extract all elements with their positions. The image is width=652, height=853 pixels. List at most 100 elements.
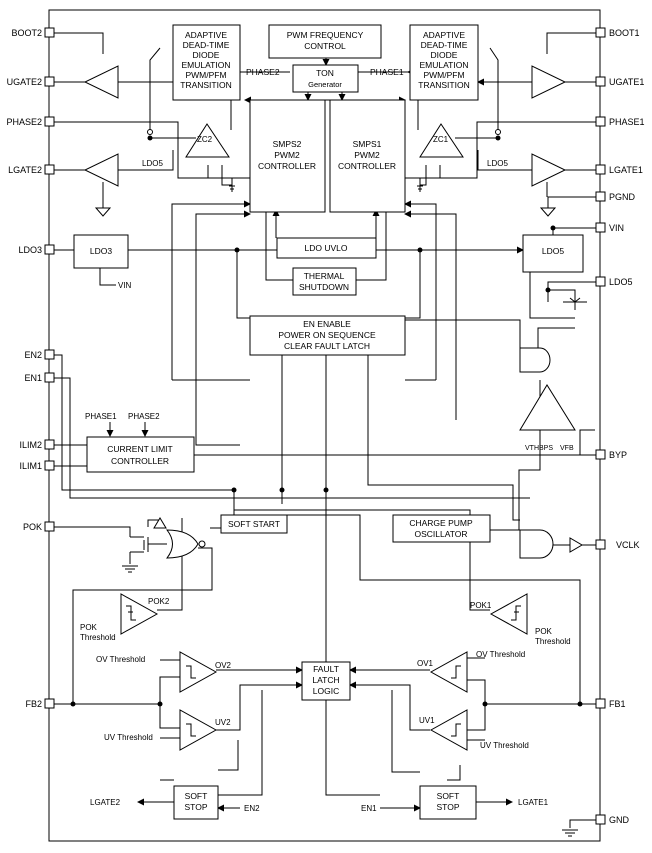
svg-text:PWM2: PWM2 (354, 150, 380, 160)
svg-text:VTHBPS: VTHBPS (525, 445, 553, 452)
svg-text:POK2: POK2 (148, 597, 170, 606)
pin-pgnd: PGND (609, 192, 636, 202)
soft-start-block (220, 514, 288, 534)
pin-ugate2: UGATE2 (7, 77, 42, 87)
svg-text:SHUTDOWN: SHUTDOWN (299, 282, 349, 292)
svg-text:TRANSITION: TRANSITION (180, 80, 231, 90)
soft-stop-block-left (173, 785, 219, 820)
svg-text:EN ENABLE: EN ENABLE (303, 319, 351, 329)
svg-text:CONTROLLER: CONTROLLER (258, 161, 316, 171)
pins (44, 27, 606, 825)
svg-text:POK1: POK1 (470, 601, 492, 610)
svg-text:CHARGE PUMP: CHARGE PUMP (409, 518, 473, 528)
svg-text:EN1: EN1 (361, 804, 377, 813)
pin-ilim2: ILIM2 (19, 440, 42, 450)
svg-text:ZC1: ZC1 (433, 135, 449, 144)
svg-text:CONTROLLER: CONTROLLER (111, 456, 169, 466)
block-labels: ADAPTIVE DEAD-TIME DIODE EMULATION PWM/P… (90, 30, 564, 812)
vclk-and-gate (519, 529, 554, 559)
pin-en1: EN1 (24, 373, 42, 383)
zc2-comparator (185, 123, 230, 158)
blocks (73, 24, 584, 820)
uv1-comparator (429, 709, 468, 751)
soft-stop-block-right (419, 785, 477, 820)
zc2-ground (229, 178, 235, 192)
svg-text:UV2: UV2 (215, 718, 231, 727)
svg-text:POK: POK (80, 623, 98, 632)
svg-text:SMPS1: SMPS1 (353, 139, 382, 149)
svg-text:STOP: STOP (437, 802, 460, 812)
pin-vin: VIN (609, 223, 624, 233)
ugate1-driver (531, 65, 567, 99)
svg-text:LDO5: LDO5 (142, 159, 163, 168)
smps1-controller-block (329, 99, 406, 213)
vclk-buffer (569, 537, 583, 553)
junctions (70, 135, 583, 707)
svg-text:CLEAR FAULT LATCH: CLEAR FAULT LATCH (284, 341, 370, 351)
svg-text:Threshold: Threshold (80, 633, 116, 642)
svg-text:EMULATION: EMULATION (420, 60, 469, 70)
svg-text:THERMAL: THERMAL (304, 271, 345, 281)
svg-text:OV Threshold: OV Threshold (96, 655, 145, 664)
pin-byp: BYP (609, 450, 627, 460)
pok-or-bubble (198, 540, 206, 548)
pok-or-gate (165, 529, 199, 559)
svg-text:PWM/PFM: PWM/PFM (423, 70, 464, 80)
svg-text:LATCH: LATCH (312, 675, 339, 685)
ldo3-block (73, 234, 129, 269)
svg-text:LDO UVLO: LDO UVLO (305, 243, 348, 253)
current-limit-block (86, 436, 195, 473)
en-enable-block (249, 315, 406, 356)
pok-mosfet (130, 536, 167, 553)
svg-text:OV Threshold: OV Threshold (476, 650, 525, 659)
svg-text:UV Threshold: UV Threshold (104, 733, 153, 742)
svg-text:UV Threshold: UV Threshold (480, 741, 529, 750)
pin-fb1: FB1 (609, 699, 626, 709)
ldo5-switch (563, 297, 587, 310)
uv2-comparator (179, 709, 218, 751)
svg-text:PHASE1: PHASE1 (85, 412, 117, 421)
svg-text:POWER ON SEQUENCE: POWER ON SEQUENCE (278, 330, 376, 340)
pin-fb2: FB2 (25, 699, 42, 709)
ov2-comparator (179, 651, 218, 693)
svg-text:Threshold: Threshold (535, 637, 571, 646)
ldo5-block (522, 234, 584, 273)
svg-text:OV1: OV1 (417, 659, 434, 668)
svg-text:SOFT START: SOFT START (228, 519, 280, 529)
pin-pok: POK (23, 522, 42, 532)
svg-text:PHASE2: PHASE2 (246, 67, 280, 77)
svg-text:DEAD-TIME: DEAD-TIME (183, 40, 230, 50)
svg-text:OSCILLATOR: OSCILLATOR (414, 529, 467, 539)
ugate2-driver (83, 65, 119, 99)
pin-phase1: PHASE1 (609, 117, 645, 127)
pin-ilim1: ILIM1 (19, 461, 42, 471)
svg-text:PWM/PFM: PWM/PFM (185, 70, 226, 80)
pin-vclk: VCLK (616, 540, 640, 550)
svg-text:CONTROLLER: CONTROLLER (338, 161, 396, 171)
dead-time-block-left (172, 24, 241, 101)
pin-ldo3: LDO3 (18, 245, 42, 255)
svg-text:ZC2: ZC2 (197, 135, 213, 144)
pin-ugate1: UGATE1 (609, 77, 644, 87)
zc1-ground (417, 178, 423, 192)
charge-pump-block (392, 514, 491, 543)
signal-labels: PHASE2 PHASE1 ZC2 ZC1 LDO5 LDO5 VIN PHAS… (80, 67, 574, 813)
svg-text:CONTROL: CONTROL (304, 41, 346, 51)
pok1-comparator (489, 593, 528, 635)
pin-gnd: GND (609, 815, 630, 825)
fault-latch-block (301, 661, 351, 701)
wires (54, 32, 600, 828)
svg-text:SOFT: SOFT (437, 791, 460, 801)
pin-phase2: PHASE2 (6, 117, 42, 127)
chip-outline (48, 9, 601, 842)
svg-text:VIN: VIN (118, 281, 132, 290)
byp-comparator (519, 384, 576, 431)
ldo-uvlo-ground-left (94, 207, 112, 217)
svg-text:DIODE: DIODE (193, 50, 220, 60)
svg-text:PWM FREQUENCY: PWM FREQUENCY (287, 30, 364, 40)
svg-text:EN2: EN2 (244, 804, 260, 813)
svg-text:CURRENT LIMIT: CURRENT LIMIT (107, 444, 173, 454)
svg-text:UV1: UV1 (419, 716, 435, 725)
svg-text:TRANSITION: TRANSITION (418, 80, 469, 90)
